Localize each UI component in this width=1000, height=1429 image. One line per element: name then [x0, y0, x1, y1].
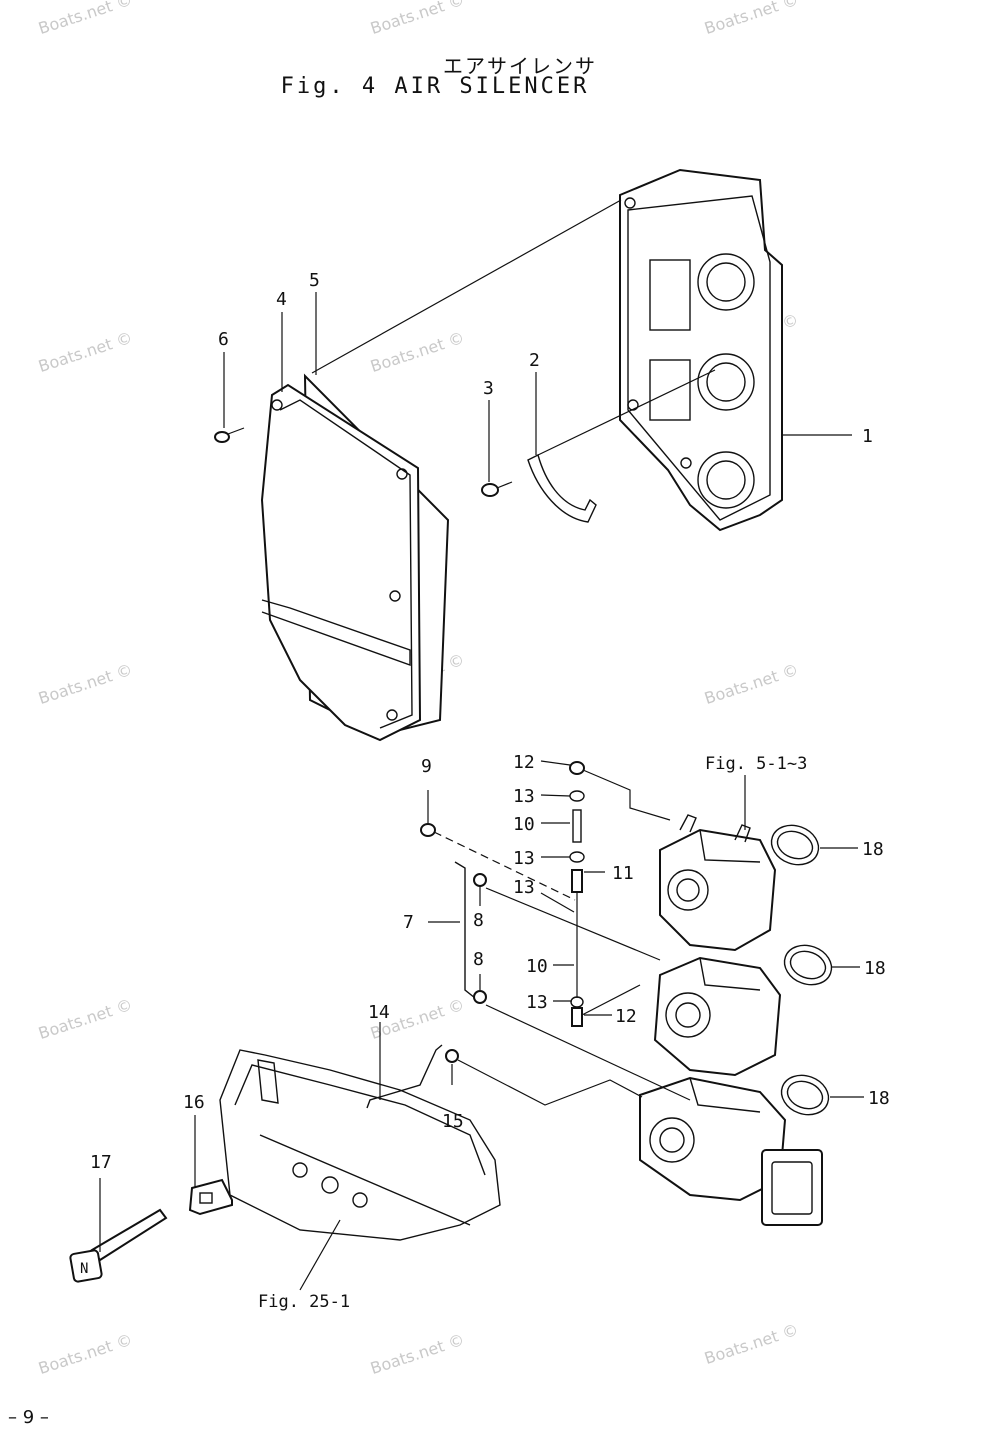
callout-15: 15 — [442, 1111, 464, 1132]
callout-4: 4 — [276, 289, 287, 310]
bolt-part — [481, 481, 513, 497]
callout-18: 18 — [862, 839, 884, 860]
callout-13: 13 — [513, 786, 535, 807]
callout-3: 3 — [483, 378, 494, 399]
callout-10: 10 — [513, 814, 535, 835]
silencer-cover-part — [260, 373, 450, 742]
callout-6: 6 — [218, 329, 229, 350]
bracket-part — [527, 369, 716, 523]
callout-2: 2 — [529, 350, 540, 371]
carburetor-gasket-part — [770, 824, 833, 1116]
callout-12: 12 — [615, 1006, 637, 1027]
callout-17: 17 — [90, 1152, 112, 1173]
callout-13: 13 — [526, 992, 548, 1013]
page-number: – 9 – — [8, 1407, 49, 1428]
bottom-cowl-part — [219, 1049, 501, 1241]
callout-8: 8 — [473, 910, 484, 931]
callout-11: 11 — [612, 863, 634, 884]
callout-18: 18 — [864, 958, 886, 979]
callout-8: 8 — [473, 949, 484, 970]
callout-14: 14 — [368, 1002, 390, 1023]
callout-13: 13 — [513, 877, 535, 898]
title-english: Fig. 4 AIR SILENCER — [280, 74, 590, 99]
neutral-block-part — [188, 1178, 233, 1216]
callout-10: 10 — [526, 956, 548, 977]
callout-7: 7 — [403, 912, 414, 933]
title-japanese: エアサイレンサ — [443, 54, 597, 78]
silencer-base-part — [619, 168, 783, 532]
link-rod-assembly — [569, 761, 671, 1027]
screw-part — [214, 427, 245, 443]
callout-9: 9 — [421, 756, 432, 777]
carburetor-assembly — [639, 814, 823, 1226]
svg-text:N: N — [80, 1261, 88, 1277]
reference-carburetor: Fig. 5-1~3 — [705, 754, 807, 774]
cable-rod-part — [366, 1044, 643, 1109]
callout-1: 1 — [862, 426, 873, 447]
callout-5: 5 — [309, 270, 320, 291]
callout-16: 16 — [183, 1092, 205, 1113]
callout-12: 12 — [513, 752, 535, 773]
callout-18: 18 — [868, 1088, 890, 1109]
choke-rod-assembly — [420, 823, 487, 1004]
reference-bottom-cowl: Fig. 25-1 — [258, 1292, 350, 1312]
shift-knob-part: N — [69, 1208, 168, 1283]
callout-13: 13 — [513, 848, 535, 869]
